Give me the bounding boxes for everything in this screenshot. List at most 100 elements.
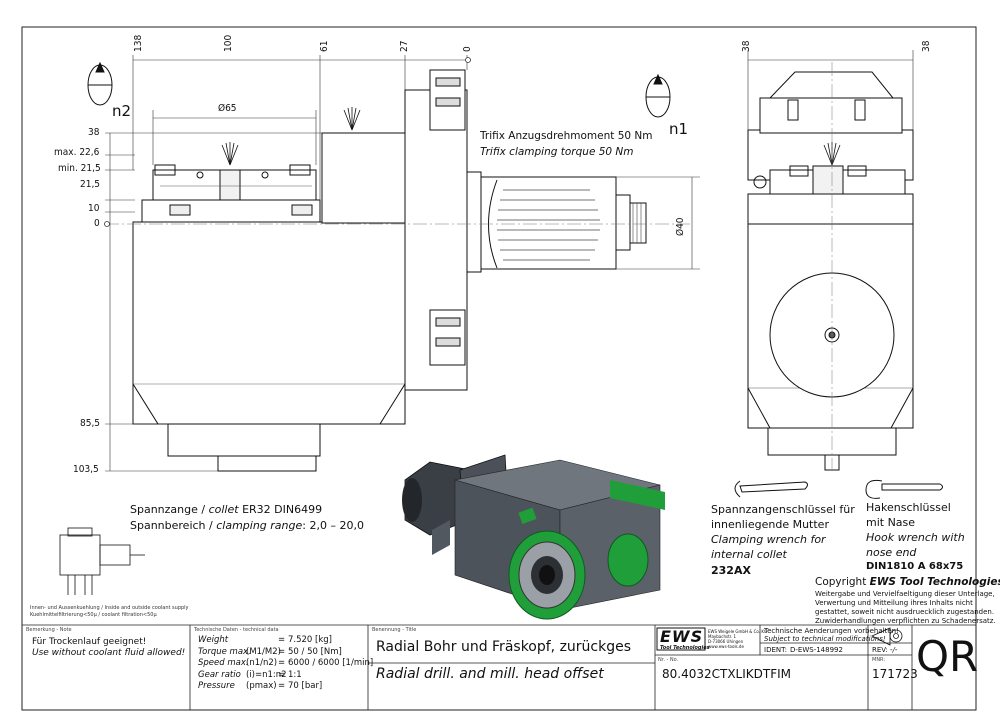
tech-val: 6000 / 6000 [1/min] bbox=[288, 658, 374, 668]
nr-value: 80.4032CTXLIKDTFIM bbox=[662, 667, 792, 681]
tech-sym: (M1/M2) bbox=[246, 646, 281, 657]
dim-left-10: 10 bbox=[88, 203, 100, 214]
collet-a: Spannzange / bbox=[130, 503, 209, 516]
copyright-line3: Verwertung und Mitteilung ihres Inhalts … bbox=[815, 599, 973, 607]
ews-logo-sub: Tool Technologies bbox=[660, 645, 710, 651]
title-en: Radial drill. and mill. head offset bbox=[376, 666, 604, 682]
rev-label: REV: bbox=[872, 646, 888, 654]
copyright-line1: Copyright EWS Tool Technologies bbox=[815, 577, 1000, 588]
wrench2-code: DIN1810 A 68x75 bbox=[866, 561, 964, 572]
rev-value: -/- bbox=[890, 646, 898, 654]
dim-38-left: 38 bbox=[741, 40, 752, 52]
ews-logo: EWS bbox=[660, 627, 704, 646]
copyright-line2: Weitergabe und Vervielfaeltigung dieser … bbox=[815, 590, 995, 598]
collet-b: collet bbox=[208, 503, 239, 516]
wrench1-en1: Clamping wrench for bbox=[711, 533, 826, 546]
wrench2-en1: Hook wrench with bbox=[866, 531, 965, 544]
dim-left-0: 0 bbox=[94, 218, 100, 229]
tech-name: Weight bbox=[198, 635, 229, 645]
title-block-lines bbox=[22, 624, 976, 710]
dim-left-85-5: 85,5 bbox=[80, 418, 101, 429]
company-line: D-73066 Uhingen bbox=[708, 639, 744, 644]
tech-row: Speed max. (n1/n2) = 6000 / 6000 [1/min] bbox=[198, 658, 374, 668]
coolant-note-2: Kuehlmittelfiltrierung<50µ / coolant fil… bbox=[30, 612, 157, 618]
collet-line: Spannzange / collet ER32 DIN6499 bbox=[130, 504, 322, 515]
dim-27: 27 bbox=[399, 40, 410, 52]
range-c: : 2,0 – 20,0 bbox=[302, 519, 364, 532]
qr-mark: QR bbox=[916, 632, 979, 681]
tech-sym: (n1/n2) bbox=[246, 658, 278, 668]
collet-c: ER32 DIN6499 bbox=[238, 503, 323, 516]
wrench2-en2: nose end bbox=[866, 546, 917, 559]
side-view-drawing bbox=[87, 55, 700, 472]
tech-row: Weight = 7.520 [kg] bbox=[198, 635, 332, 645]
tech-data-label: Technische Daten - technical data bbox=[194, 627, 279, 633]
dim-left-21-5: 21,5 bbox=[80, 179, 101, 190]
tech-name: Torque max. bbox=[198, 646, 251, 657]
front-view-drawing bbox=[747, 50, 914, 471]
mnr-label: MNR: bbox=[872, 657, 886, 663]
tech-data-table: Weight = 7.520 [kg] Torque max. (M1/M2) … bbox=[198, 635, 374, 694]
company-line: EWS Weigele GmbH & Co. KG bbox=[708, 629, 768, 634]
logo-box bbox=[656, 627, 903, 651]
ident-value: D-EWS-148992 bbox=[790, 646, 843, 654]
wrench2-de2: mit Nase bbox=[866, 516, 916, 529]
mnr-value: 171723 bbox=[872, 667, 918, 681]
tech-val: 70 [bar] bbox=[288, 681, 323, 691]
dim-138: 138 bbox=[133, 34, 144, 52]
changes-de: Technische Aenderungen vorbehalten! bbox=[764, 627, 899, 635]
company-address: EWS Weigele GmbH & Co. KG Maybachstr. 1 … bbox=[708, 629, 767, 649]
tech-row: Gear ratio (i)=n1:n2 = 1:1 bbox=[198, 669, 302, 680]
dim-61: 61 bbox=[319, 40, 330, 52]
changes-en: Subject to technical modifications! bbox=[764, 635, 886, 643]
title-label: Benennung - Title bbox=[372, 627, 417, 633]
wrench1-code: 232AX bbox=[711, 564, 751, 577]
dim-0: 0 bbox=[462, 46, 473, 52]
torque-de: Trifix Anzugsdrehmoment 50 Nm bbox=[480, 130, 653, 142]
copyright-company: EWS Tool Technologies bbox=[869, 576, 1000, 588]
title-de: Radial Bohr und Fräskopf, zurückges bbox=[376, 639, 632, 655]
dim-left-max: max. 22,6 bbox=[54, 147, 100, 158]
ident-label: IDENT: bbox=[764, 646, 787, 654]
tech-name: Gear ratio bbox=[198, 669, 241, 680]
rotation-label-n2: n2 bbox=[112, 102, 132, 120]
tech-val: 7.520 [kg] bbox=[288, 635, 332, 645]
coolant-schematic bbox=[59, 527, 145, 595]
dim-left-103-5: 103,5 bbox=[73, 464, 99, 475]
tech-sym: (pmax) bbox=[246, 681, 277, 691]
rotation-label-n1: n1 bbox=[669, 120, 689, 138]
clamping-range-line: Spannbereich / clamping range: 2,0 – 20,… bbox=[130, 520, 364, 531]
copyright-prefix: Copyright bbox=[815, 576, 870, 588]
tech-name: Speed max. bbox=[198, 658, 249, 668]
wrench1-de1: Spannzangenschlüssel für bbox=[711, 503, 855, 516]
tech-row: Torque max. (M1/M2) = 50 / 50 [Nm] bbox=[198, 646, 342, 657]
nr-label: Nr. - No. bbox=[658, 657, 679, 663]
torque-en: Trifix clamping torque 50 Nm bbox=[480, 146, 634, 158]
tech-name: Pressure bbox=[198, 681, 235, 691]
wrench2-de1: Hakenschlüssel bbox=[866, 501, 951, 514]
copyright-line4: gestattet, soweit nicht ausdruecklich zu… bbox=[815, 608, 995, 616]
dim-diameter-40: Ø40 bbox=[675, 217, 686, 236]
range-b: clamping range bbox=[216, 519, 303, 532]
remark-en: Use without coolant fluid allowed! bbox=[32, 648, 186, 658]
wrench-illustrations bbox=[734, 479, 943, 499]
tech-row: Pressure (pmax) = 70 [bar] bbox=[198, 681, 323, 691]
wrench1-en2: internal collet bbox=[711, 548, 787, 561]
wrench1-de2: innenliegende Mutter bbox=[711, 518, 829, 531]
company-line: www.ews-tools.de bbox=[708, 644, 744, 649]
isometric-render bbox=[402, 454, 665, 620]
tech-sym: (i)=n1:n2 bbox=[246, 669, 287, 680]
dim-38-right: 38 bbox=[921, 40, 932, 52]
tech-val: 50 / 50 [Nm] bbox=[288, 646, 342, 657]
remark-label: Bemerkung - Note bbox=[26, 627, 72, 633]
dim-left-38: 38 bbox=[88, 127, 100, 138]
range-a: Spannbereich / bbox=[130, 519, 217, 532]
remark-de: Für Trockenlauf geeignet! bbox=[32, 637, 147, 647]
company-line: Maybachstr. 1 bbox=[708, 634, 737, 639]
tech-val: 1:1 bbox=[288, 669, 302, 680]
dim-left-min: min. 21,5 bbox=[58, 163, 101, 174]
dim-100: 100 bbox=[223, 34, 234, 52]
copyright-line5: Zuwiderhandlungen verpflichten zu Schade… bbox=[815, 617, 996, 625]
dim-diameter-65: Ø65 bbox=[218, 103, 237, 114]
